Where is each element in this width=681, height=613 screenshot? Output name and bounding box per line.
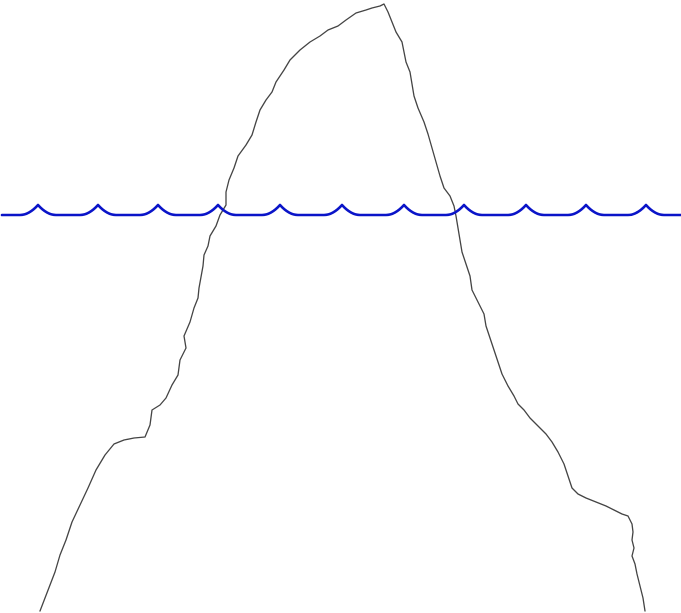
iceberg-outline: [40, 4, 645, 611]
waterline-wave: [2, 205, 681, 215]
